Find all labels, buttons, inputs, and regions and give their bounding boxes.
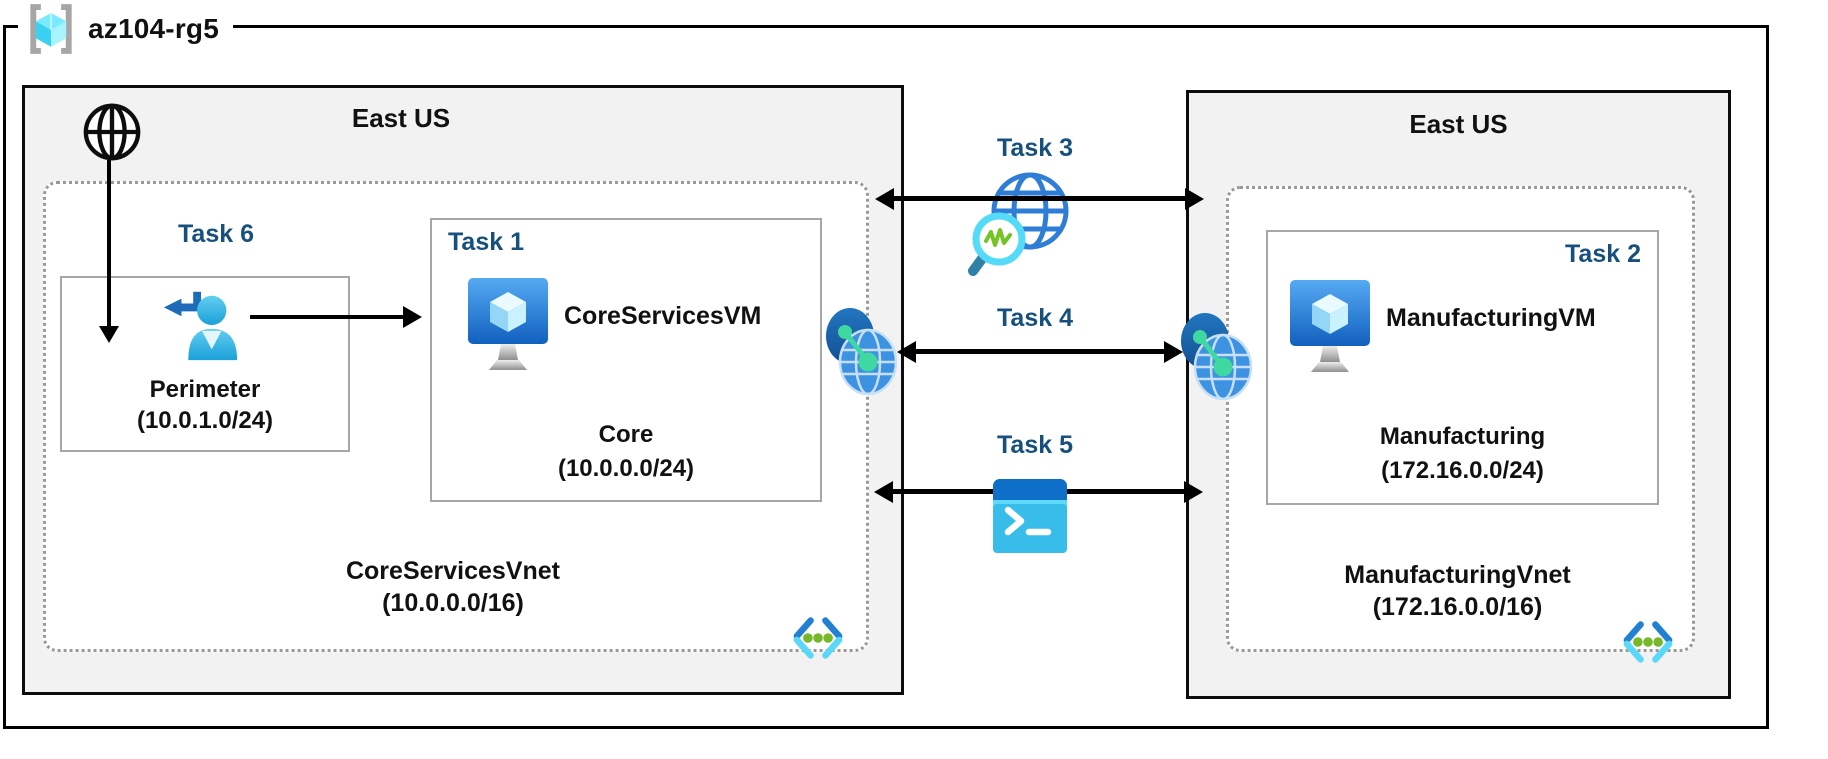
user-signin-icon — [163, 291, 238, 361]
vnet-brackets-icon-right — [1623, 621, 1673, 663]
perimeter-subnet-cidr: (10.0.1.0/24) — [136, 407, 274, 434]
arrow-task3-connection — [892, 196, 1187, 201]
internet-globe-icon — [83, 103, 141, 161]
manufacturing-subnet-label: Manufacturing (172.16.0.0/24) — [1268, 420, 1657, 488]
task2-manufacturing-subnet-box: Task 2 ManufacturingVM Manufacturing (17… — [1266, 230, 1659, 505]
task1-label: Task 1 — [448, 228, 524, 256]
vnet-peering-icon-left — [826, 308, 898, 396]
arrow-perimeter-to-vm — [250, 315, 405, 319]
core-services-vnet-cidr: (10.0.0.0/16) — [382, 589, 524, 617]
perimeter-subnet-name: Perimeter — [149, 376, 261, 403]
task5-label: Task 5 — [997, 431, 1073, 459]
task4-label: Task 4 — [997, 304, 1073, 332]
resource-group-header: az104-rg5 — [18, 0, 233, 58]
arrow-task4-peering — [914, 349, 1166, 354]
core-services-vm-icon — [468, 278, 548, 370]
vnet-peering-icon-right — [1181, 313, 1253, 401]
region-box-right: East US Task 2 ManufacturingVM Manufactu… — [1186, 90, 1731, 699]
manufacturing-vnet-name: ManufacturingVnet — [1344, 561, 1571, 589]
terminal-icon — [993, 479, 1067, 553]
resource-group-name: az104-rg5 — [88, 13, 219, 44]
core-services-vm-name: CoreServicesVM — [564, 301, 762, 330]
core-subnet-label: Core (10.0.0.0/24) — [432, 418, 820, 486]
manufacturing-vnet-label: ManufacturingVnet (172.16.0.0/16) — [1226, 559, 1689, 623]
core-subnet-name: Core — [598, 421, 654, 448]
region-box-left: East US Task 6 Perimeter (10.0.1.0/24) — [22, 85, 904, 695]
core-services-vnet-label: CoreServicesVnet (10.0.0.0/16) — [43, 555, 863, 619]
core-subnet-cidr: (10.0.0.0/24) — [557, 455, 695, 482]
region-location-right: East US — [1409, 109, 1508, 139]
task3-label: Task 3 — [997, 134, 1073, 162]
task2-label: Task 2 — [1565, 240, 1641, 268]
task1-core-subnet-box: Task 1 CoreServicesVM Core (10.0.0.0/24) — [430, 218, 822, 502]
region-location-left: East US — [351, 103, 451, 133]
perimeter-subnet-box: Perimeter (10.0.1.0/24) — [60, 276, 350, 452]
manufacturing-vnet-cidr: (172.16.0.0/16) — [1372, 593, 1543, 621]
vnet-brackets-icon-left — [793, 617, 843, 659]
manufacturing-vm-name: ManufacturingVM — [1386, 303, 1596, 332]
network-watcher-icon — [968, 172, 1069, 276]
arrow-internet-to-perimeter — [107, 160, 111, 328]
task6-label: Task 6 — [178, 220, 254, 248]
manufacturing-subnet-name: Manufacturing — [1379, 423, 1546, 450]
manufacturing-vm-icon — [1290, 280, 1370, 372]
manufacturing-subnet-cidr: (172.16.0.0/24) — [1381, 457, 1544, 484]
resource-group-icon — [30, 4, 72, 54]
resource-group-box — [3, 25, 1769, 729]
perimeter-subnet-label: Perimeter (10.0.1.0/24) — [62, 374, 348, 436]
core-services-vnet-name: CoreServicesVnet — [345, 557, 560, 585]
